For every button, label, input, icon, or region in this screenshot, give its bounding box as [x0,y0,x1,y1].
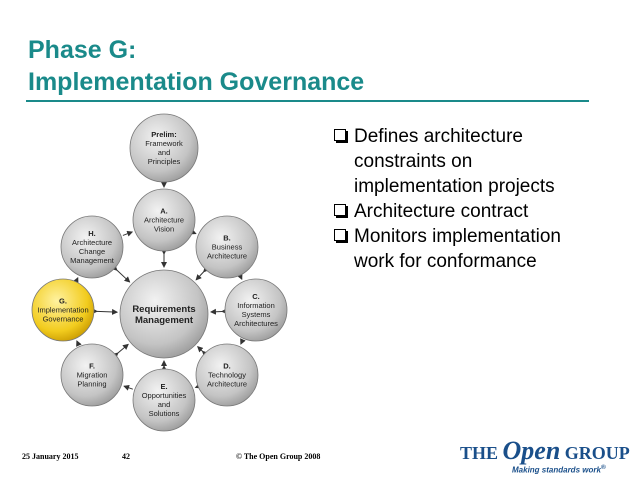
node-label: Prelim: [151,130,176,139]
footer-copyright: © The Open Group 2008 [236,452,321,461]
checkbox-bullet-icon [334,129,346,141]
checkbox-bullet-icon [334,229,346,241]
node-label: Management [135,315,194,326]
node-label: Architecture [144,216,184,225]
node-label: D. [223,362,231,371]
node-label: Information [237,301,275,310]
node-label: Change [79,247,105,256]
node-circle [129,113,199,183]
node-label: G. [59,297,67,306]
node-circle [195,215,259,279]
node-label: Solutions [149,409,180,418]
cycle-arrows [72,182,246,391]
node-label: Governance [43,315,84,324]
node-label: Implementation [37,306,88,315]
node-label: C. [252,292,260,301]
node-label: B. [223,234,231,243]
bullet-item: Defines architecture constraints on impl… [334,124,574,199]
open-group-logo: THE Open GROUP Making standards work® [460,436,630,475]
node-label: Business [212,243,243,252]
node-circle [224,278,288,342]
title-underline [26,100,589,102]
node-circle [119,269,209,359]
node-label: Architectures [234,319,278,328]
node-circle [60,215,124,279]
node-circle [60,343,124,407]
checkbox-bullet-icon [334,204,346,216]
title-line-1: Phase G: [28,36,137,64]
node-circle [195,343,259,407]
node-circle [31,278,95,342]
node-label: Vision [154,225,174,234]
footer-page-number: 42 [122,452,130,461]
node-label: Planning [77,380,106,389]
node-label: Requirements [132,304,195,315]
bullet-item: Monitors implementation work for conform… [334,224,574,274]
bullet-list: Defines architecture constraints on impl… [334,124,574,274]
node-label: Migration [77,371,108,380]
node-label: F. [89,362,95,371]
node-label: Management [70,256,115,265]
node-circle [132,368,196,432]
node-label: Architecture [207,252,247,261]
node-circle [132,188,196,252]
node-label: Systems [242,310,271,319]
node-label: A. [160,207,168,216]
node-label: Architecture [207,380,247,389]
node-label: Opportunities [142,391,187,400]
node-label: Technology [208,371,246,380]
node-label: and [158,400,171,409]
slide-title: Phase G: Implementation Governance [28,34,364,98]
node-label: Framework [145,139,183,148]
node-label: and [158,148,171,157]
bullet-item: Architecture contract [334,199,574,224]
title-line-2: Implementation Governance [28,68,365,96]
footer-date: 25 January 2015 [22,452,79,461]
node-label: E. [160,382,167,391]
node-label: Principles [148,157,181,166]
node-label: H. [88,229,96,238]
node-label: Architecture [72,238,112,247]
